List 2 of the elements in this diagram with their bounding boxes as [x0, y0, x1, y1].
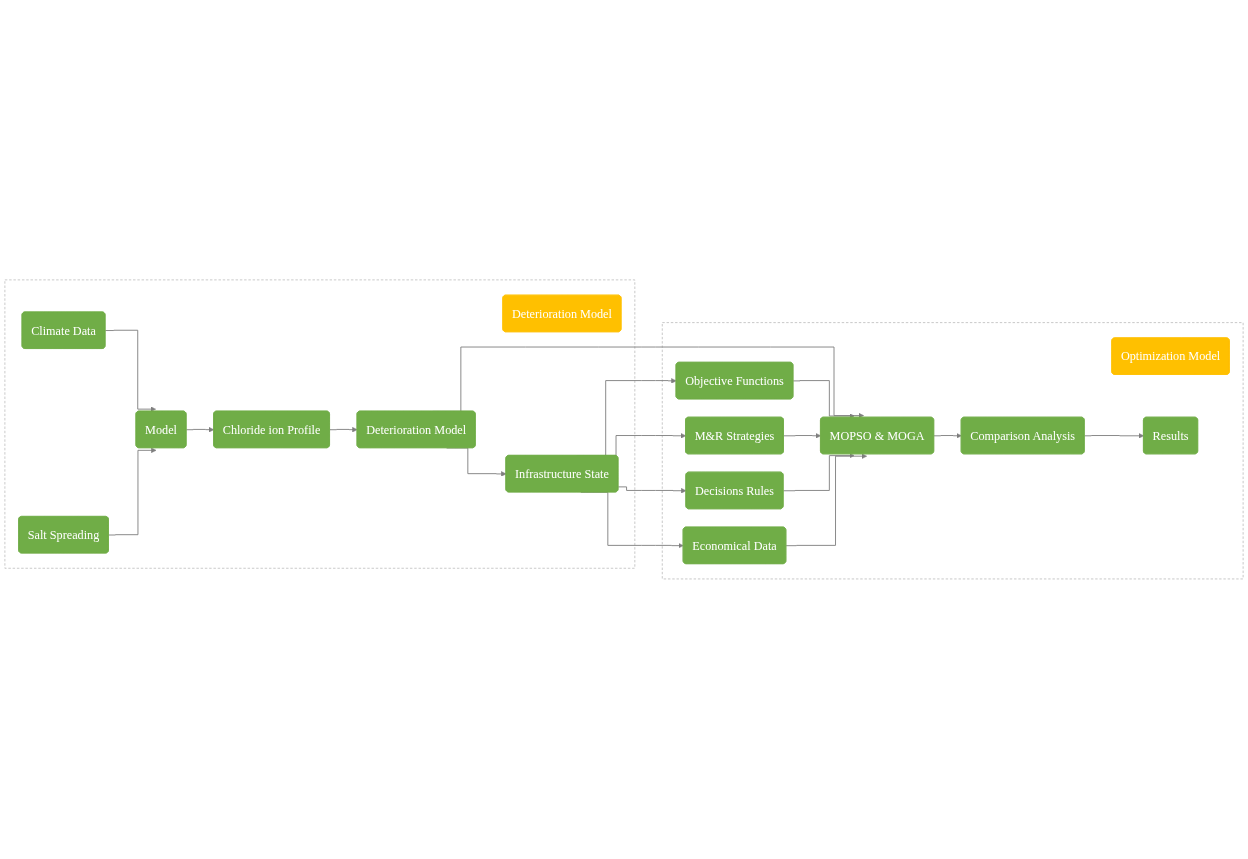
cluster: [661, 322, 1244, 580]
cluster: [4, 279, 636, 569]
